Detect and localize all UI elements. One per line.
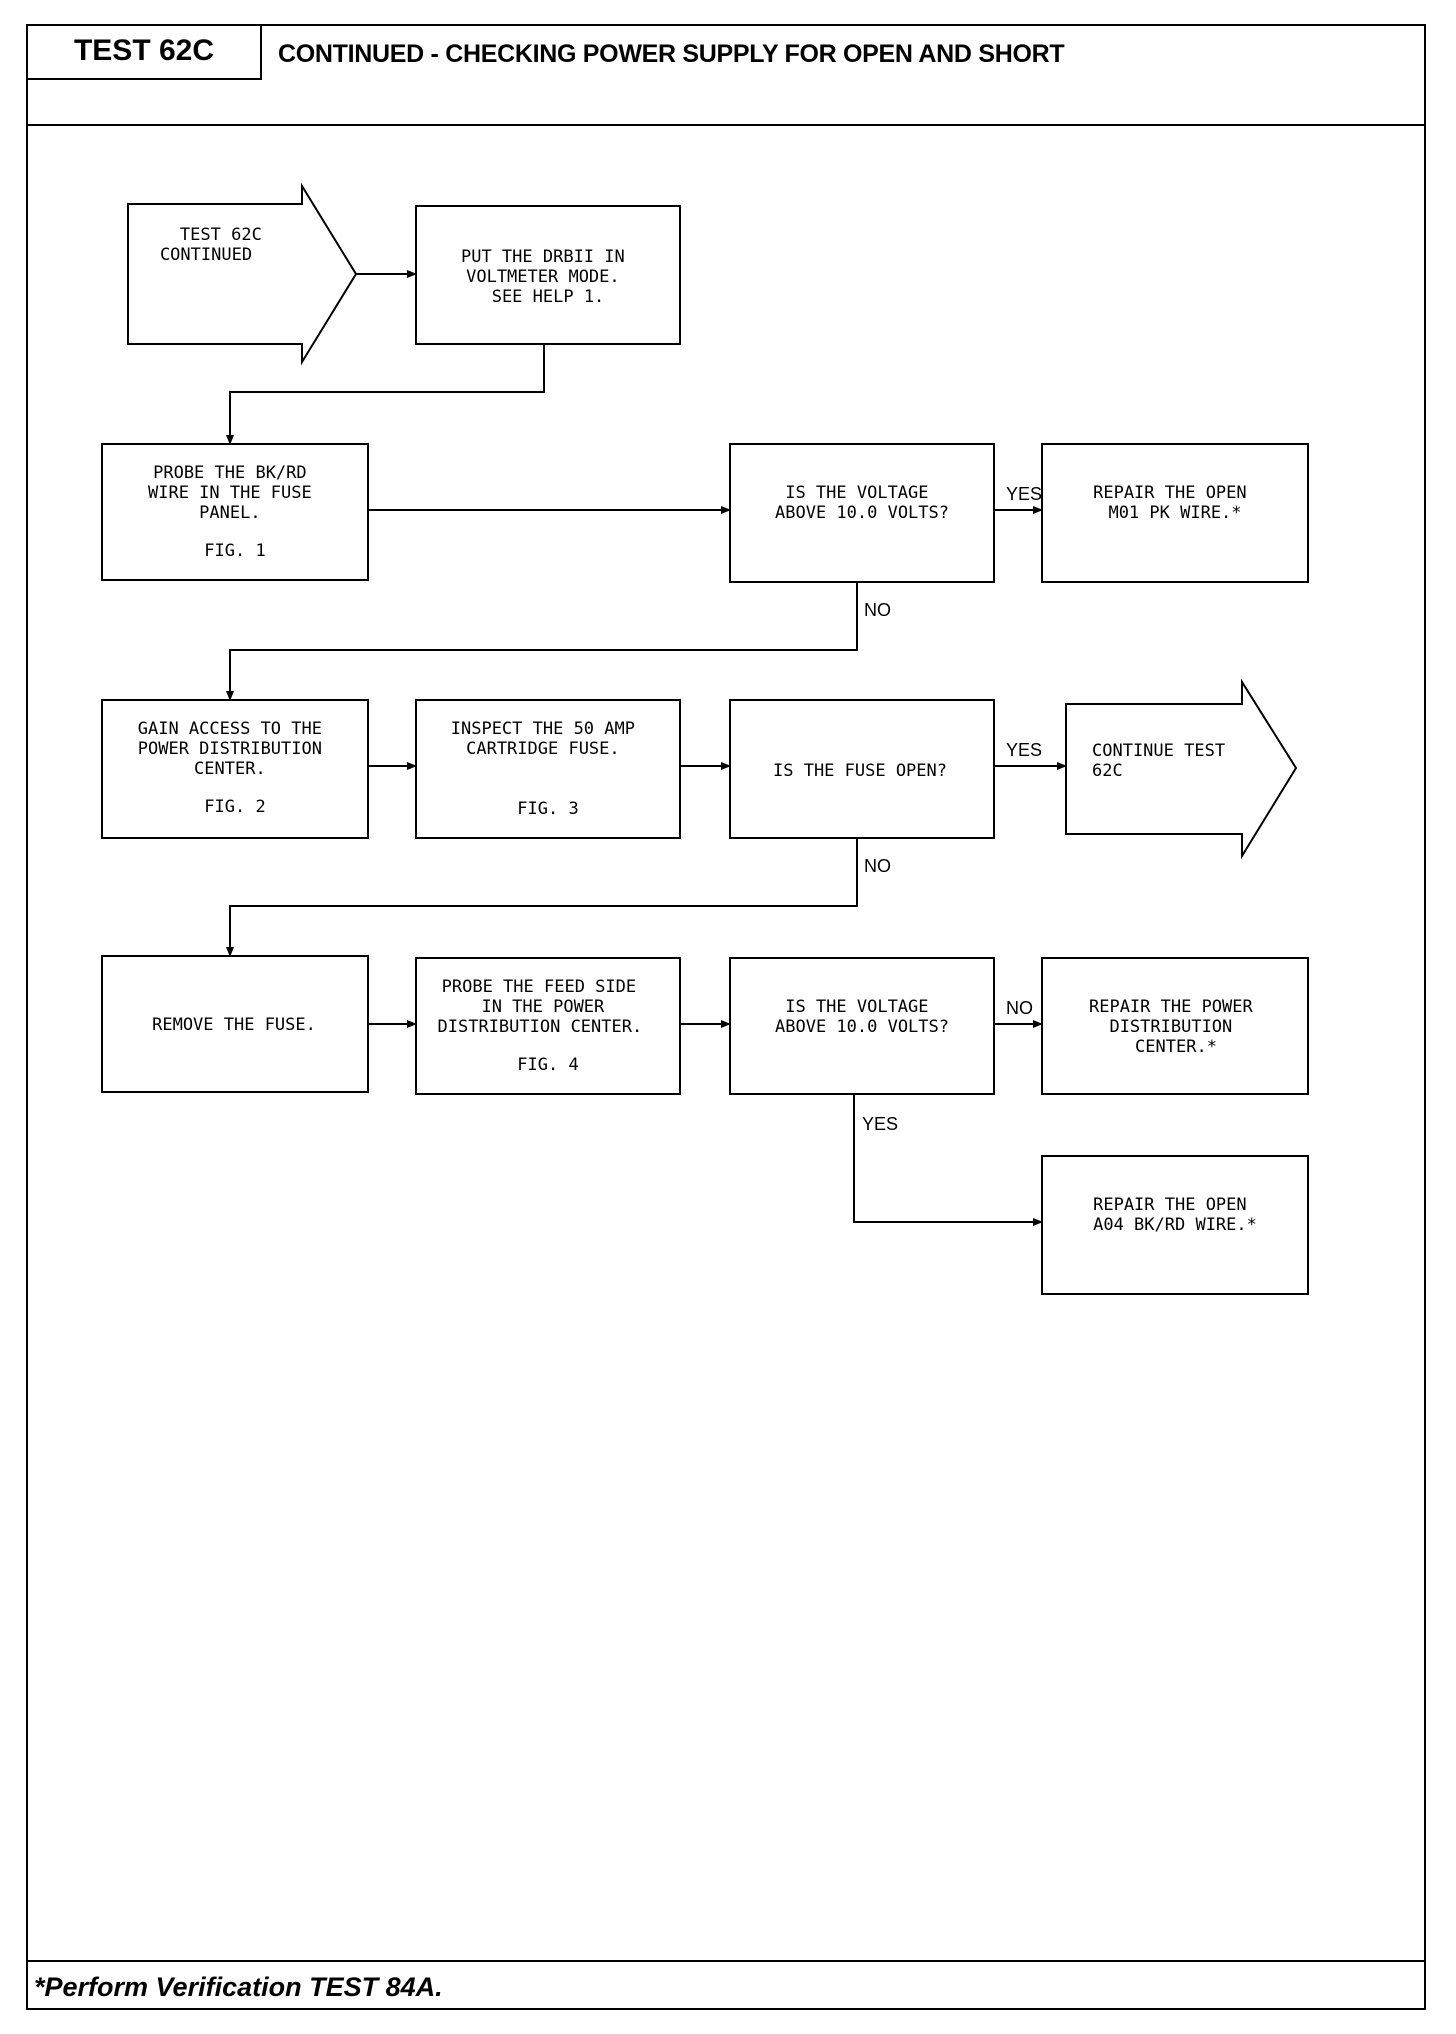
voltage-question-2-line: ABOVE 10.0 VOLTS? (775, 1017, 949, 1037)
branch-label-yes: YES (1006, 484, 1042, 504)
inspect-fuse-line: CARTRIDGE FUSE. (466, 739, 620, 759)
inspect-fuse-label: INSPECT THE 50 AMP CARTRIDGE FUSE. FIG. … (451, 719, 645, 819)
remove-fuse-step-box (101, 955, 369, 1093)
continue-test-label: CONTINUE TEST 62C (1092, 741, 1235, 781)
voltmeter-step-box (415, 205, 681, 345)
start-label: TEST 62C CONTINUED (160, 225, 272, 265)
gain-access-label: GAIN ACCESS TO THE POWER DISTRIBUTION CE… (138, 719, 332, 817)
figure-reference: FIG. 2 (204, 797, 265, 817)
figure-reference: FIG. 4 (517, 1055, 578, 1075)
voltmeter-label-line: SEE HELP 1. (492, 287, 605, 307)
header-bar (26, 24, 1426, 126)
voltmeter-label: PUT THE DRBII IN VOLTMETER MODE. SEE HEL… (461, 247, 635, 307)
voltmeter-label-line: PUT THE DRBII IN (461, 247, 625, 267)
probe-feed-label: PROBE THE FEED SIDE IN THE POWER DISTRIB… (438, 977, 653, 1075)
voltage-question-1-box (729, 443, 995, 583)
repair-a04-box (1041, 1155, 1309, 1295)
voltage-question-1-line: IS THE VOLTAGE (785, 483, 928, 503)
connector-q1-no (226, 582, 858, 701)
probe-feed-line: IN THE POWER (481, 997, 605, 1017)
repair-pdc-line: REPAIR THE POWER (1089, 997, 1254, 1017)
figure-reference: FIG. 1 (204, 541, 265, 561)
voltage-question-2-line: IS THE VOLTAGE (785, 997, 928, 1017)
probe-bkrd-label-line: PANEL. (199, 503, 260, 523)
branch-labels: YES NO YES NO NO YES (862, 484, 1042, 1134)
gain-access-line: GAIN ACCESS TO THE (138, 719, 322, 739)
voltage-question-1-line: ABOVE 10.0 VOLTS? (775, 503, 949, 523)
footer-divider (26, 1960, 1426, 1962)
connector-fuse-no (226, 838, 858, 957)
voltage-question-2-box (729, 957, 995, 1095)
footer-note: *Perform Verification TEST 84A. (34, 1972, 443, 2002)
probe-bkrd-step-box (101, 443, 369, 581)
probe-bkrd-label: PROBE THE BK/RD WIRE IN THE FUSE PANEL. … (148, 463, 322, 561)
probe-feed-line: DISTRIBUTION CENTER. (438, 1017, 643, 1037)
repair-m01-box (1041, 443, 1309, 583)
remove-fuse-line: REMOVE THE FUSE. (152, 1015, 316, 1035)
fuse-question-line: IS THE FUSE OPEN? (773, 761, 947, 781)
inspect-fuse-line: INSPECT THE 50 AMP (451, 719, 635, 739)
gain-access-step-box (101, 699, 369, 839)
shapes (101, 182, 1309, 1295)
branch-label-yes: YES (1006, 740, 1042, 760)
node-labels: TEST 62C CONTINUED PUT THE DRBII IN VOLT… (138, 225, 1263, 1235)
fuse-question-box (729, 699, 995, 839)
connector-q2-yes (853, 1094, 1043, 1226)
repair-pdc-label: REPAIR THE POWER DISTRIBUTION CENTER.* (1089, 997, 1263, 1057)
figure-reference: FIG. 3 (517, 799, 578, 819)
test-id-label: TEST 62C (28, 24, 262, 80)
continue-test-line: 62C (1092, 761, 1123, 781)
repair-a04-line: REPAIR THE OPEN (1093, 1195, 1247, 1215)
start-arrow-shape (127, 182, 358, 366)
continue-test-line: CONTINUE TEST (1092, 741, 1225, 761)
branch-label-no: NO (864, 856, 891, 876)
repair-m01-line: M01 PK WIRE.* (1108, 503, 1241, 523)
connector-voltmeter-to-probe (226, 344, 545, 445)
continue-test-arrow-shape (1065, 678, 1298, 860)
probe-bkrd-label-line: PROBE THE BK/RD (153, 463, 307, 483)
fuse-question-label: IS THE FUSE OPEN? (773, 761, 947, 781)
page-frame (26, 24, 1426, 2010)
probe-feed-line: PROBE THE FEED SIDE (442, 977, 636, 997)
repair-m01-label: REPAIR THE OPEN M01 PK WIRE.* (1093, 483, 1257, 523)
repair-m01-line: REPAIR THE OPEN (1093, 483, 1247, 503)
gain-access-line: POWER DISTRIBUTION (138, 739, 322, 759)
branch-label-no: NO (1006, 998, 1033, 1018)
probe-bkrd-label-line: WIRE IN THE FUSE (148, 483, 312, 503)
repair-pdc-line: CENTER.* (1135, 1037, 1217, 1057)
remove-fuse-label: REMOVE THE FUSE. (152, 1015, 316, 1035)
gain-access-line: CENTER. (194, 759, 266, 779)
repair-a04-label: REPAIR THE OPEN A04 BK/RD WIRE.* (1093, 1195, 1257, 1235)
repair-pdc-line: DISTRIBUTION (1109, 1017, 1232, 1037)
start-label-line: CONTINUED (160, 245, 252, 265)
inspect-fuse-step-box (415, 699, 681, 839)
connectors (226, 270, 1067, 1226)
voltage-question-1-label: IS THE VOLTAGE ABOVE 10.0 VOLTS? (775, 483, 949, 523)
probe-feed-step-box (415, 957, 681, 1095)
repair-pdc-box (1041, 957, 1309, 1095)
voltage-question-2-label: IS THE VOLTAGE ABOVE 10.0 VOLTS? (775, 997, 949, 1037)
branch-label-yes: YES (862, 1114, 898, 1134)
branch-label-no: NO (864, 600, 891, 620)
voltmeter-label-line: VOLTMETER MODE. (466, 267, 620, 287)
page-title: CONTINUED - CHECKING POWER SUPPLY FOR OP… (278, 40, 1065, 68)
start-label-line: TEST 62C (180, 225, 262, 245)
repair-a04-line: A04 BK/RD WIRE.* (1093, 1215, 1257, 1235)
